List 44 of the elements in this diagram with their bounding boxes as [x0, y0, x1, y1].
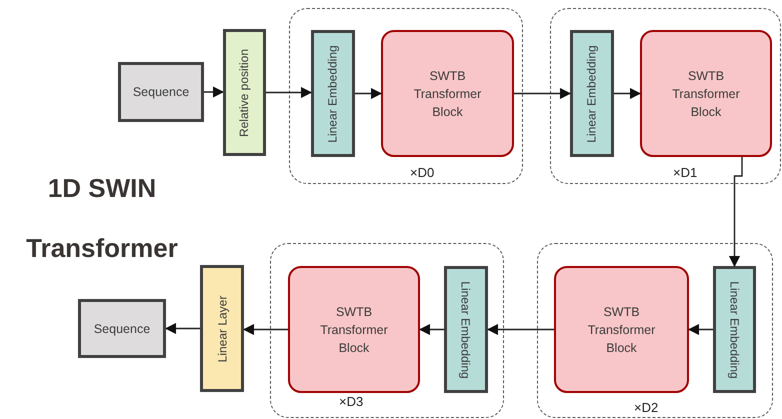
- sequence-box: [78, 299, 166, 358]
- embedding-box: [570, 30, 614, 157]
- transformer-block: [640, 30, 772, 157]
- node-label: Sequence: [94, 320, 150, 338]
- arrow: [514, 88, 572, 100]
- repeat-count: ×D0: [410, 165, 434, 180]
- node-label: SWTB Transformer Block: [412, 68, 482, 120]
- node-label: Linear Embedding: [585, 44, 599, 142]
- layer-box: [200, 265, 244, 392]
- node-label: Relative position: [238, 48, 252, 137]
- embedding-box: [713, 266, 756, 393]
- transformer-block: [381, 30, 514, 157]
- sequence-box: [118, 62, 204, 122]
- arrow: [614, 88, 642, 100]
- repeat-count: ×D2: [634, 400, 658, 415]
- node-label: Sequence: [132, 84, 190, 101]
- repeat-group: [550, 8, 781, 184]
- repeat-count: ×D1: [673, 165, 698, 180]
- position-box: [223, 29, 266, 156]
- node-label: Linear Embedding: [459, 280, 473, 378]
- node-label: SWTB Transformer Block: [586, 304, 656, 356]
- arrow: [486, 324, 554, 336]
- arrow: [242, 324, 288, 336]
- arrow: [164, 322, 200, 334]
- embedding-box: [311, 30, 355, 157]
- repeat-count: ×D3: [339, 394, 364, 409]
- embedding-box: [444, 266, 488, 393]
- arrow: [204, 86, 224, 98]
- node-label: Linear Embedding: [326, 44, 340, 142]
- transformer-block: [554, 266, 689, 393]
- diagram-title: 1D SWIN Transformer: [25, 172, 179, 265]
- repeat-group: [537, 243, 773, 418]
- node-label: Linear Embedding: [728, 280, 742, 378]
- node-label: Linear Layer: [215, 295, 229, 362]
- transformer-block: [288, 266, 420, 393]
- arrow: [728, 157, 743, 268]
- arrow: [688, 324, 713, 336]
- arrow: [355, 88, 382, 100]
- arrow: [266, 86, 312, 98]
- node-label: SWTB Transformer Block: [671, 68, 741, 120]
- repeat-group: [270, 243, 504, 418]
- node-label: SWTB Transformer Block: [319, 304, 389, 356]
- arrow: [418, 324, 444, 336]
- repeat-group: [289, 8, 523, 184]
